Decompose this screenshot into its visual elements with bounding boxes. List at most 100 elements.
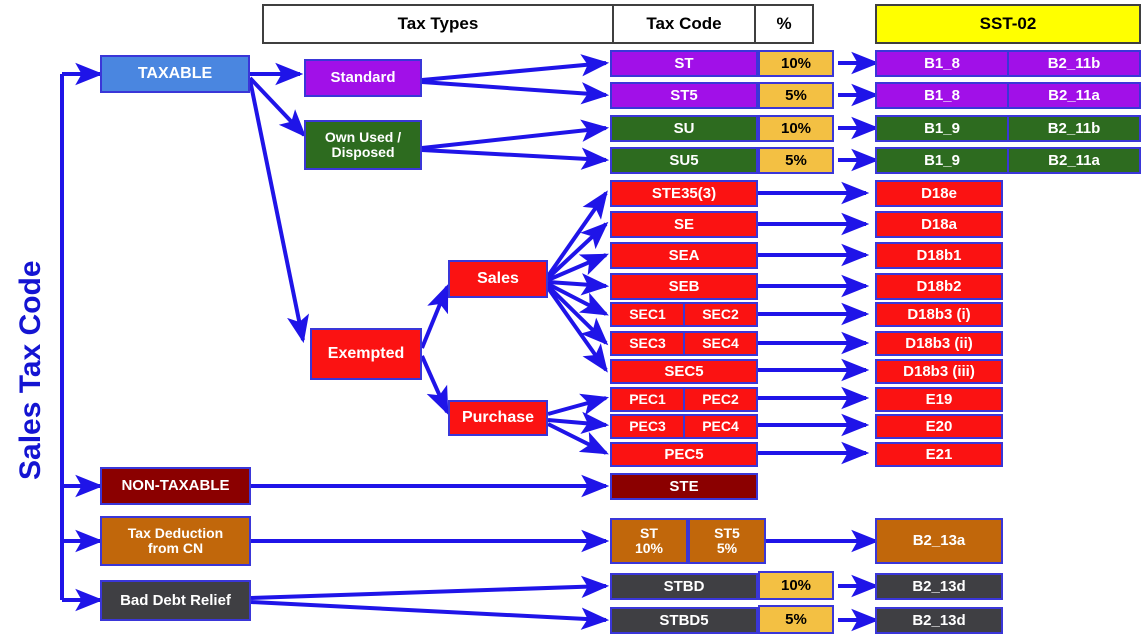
percent-stbd: 10% [758,571,834,600]
tax-code-cn-st-percent: 10% [634,540,664,556]
subtype-exempted[interactable]: Exempted [310,328,422,380]
category-tax-deduction-cn[interactable]: Tax Deduction from CN [100,516,251,566]
tax-code-sec1-sec2[interactable]: SEC1 SEC2 [610,302,758,327]
tax-code-ste353[interactable]: STE35(3) [610,180,758,207]
sst-row-su5[interactable]: B1_9 B2_11a [875,147,1141,174]
sst-row-pec5[interactable]: E21 [875,442,1003,467]
tax-code-sea-label: SEA [668,246,700,264]
tax-code-sea[interactable]: SEA [610,242,758,269]
tax-code-sec3[interactable]: SEC3 [629,335,666,352]
tax-code-pec3[interactable]: PEC3 [629,418,666,435]
tax-code-sec3-sec4[interactable]: SEC3 SEC4 [610,331,758,356]
subtype-purchase[interactable]: Purchase [448,400,548,436]
sst-row-seb[interactable]: D18b2 [875,273,1003,300]
header-tax-code: Tax Code [612,4,756,44]
sst-st5-b1[interactable]: B1_8 [924,86,960,104]
tax-code-stbd5-label: STBD5 [659,611,709,629]
tax-code-sec1[interactable]: SEC1 [629,306,666,323]
sst-cn-label: B2_13a [912,532,966,550]
tax-code-pec5-label: PEC5 [664,445,704,463]
tax-code-st[interactable]: ST [610,50,758,77]
subtype-sales[interactable]: Sales [448,260,548,298]
tax-code-stbd5[interactable]: STBD5 [610,607,758,634]
tax-code-stbd[interactable]: STBD [610,573,758,600]
subtype-standard-label: Standard [330,69,396,87]
tax-code-st5[interactable]: ST5 [610,82,758,109]
sst-row-cn[interactable]: B2_13a [875,518,1003,564]
sst-row-sec5[interactable]: D18b3 (iii) [875,359,1003,384]
tax-code-pec1[interactable]: PEC1 [629,391,666,408]
sst-row-sea[interactable]: D18b1 [875,242,1003,269]
tax-code-se[interactable]: SE [610,211,758,238]
sst-row-sec34[interactable]: D18b3 (ii) [875,331,1003,356]
sst-sec5-label: D18b3 (iii) [903,362,975,380]
tax-code-seb[interactable]: SEB [610,273,758,300]
sst-su-b2[interactable]: B2_11b [1007,117,1139,140]
header-percent-label: % [776,14,792,33]
percent-stbd-label: 10% [780,576,812,594]
percent-su5: 5% [758,147,834,174]
sst-row-stbd[interactable]: B2_13d [875,573,1003,600]
tax-code-su5[interactable]: SU5 [610,147,758,174]
tax-code-cn-st5-percent: 5% [716,540,738,556]
sst-row-ste353[interactable]: D18e [875,180,1003,207]
subtype-standard[interactable]: Standard [304,59,422,97]
sst-sec34-label: D18b3 (ii) [905,334,973,352]
sst-pec5-label: E21 [925,445,953,463]
tax-code-pec5[interactable]: PEC5 [610,442,758,467]
sst-row-pec12[interactable]: E19 [875,387,1003,412]
percent-stbd5: 5% [758,605,834,634]
sst-row-pec34[interactable]: E20 [875,414,1003,439]
sst-st5-b2[interactable]: B2_11a [1007,84,1139,107]
percent-stbd5-label: 5% [785,610,807,628]
header-tax-code-label: Tax Code [646,14,722,33]
sst-row-st5[interactable]: B1_8 B2_11a [875,82,1141,109]
tax-code-pec3-pec4[interactable]: PEC3 PEC4 [610,414,758,439]
subtype-sales-label: Sales [477,269,519,287]
page-title: Sales Tax Code [14,260,47,480]
category-taxable-label: TAXABLE [137,64,213,82]
sst-su-b1[interactable]: B1_9 [924,119,960,137]
category-tax-deduction-line1: Tax Deduction [127,525,224,542]
sst-row-se[interactable]: D18a [875,211,1003,238]
tax-code-sec5[interactable]: SEC5 [610,359,758,384]
sst-ste353-label: D18e [921,184,957,202]
tax-code-stbd-label: STBD [663,577,705,595]
tax-code-cn-st[interactable]: ST 10% [610,518,688,564]
sst-stbd5-label: B2_13d [912,611,966,629]
tax-code-ste[interactable]: STE [610,473,758,500]
tax-code-pec2[interactable]: PEC2 [683,389,756,410]
tax-code-sec2[interactable]: SEC2 [683,304,756,325]
header-tax-types-label: Tax Types [397,14,479,33]
tax-code-su5-label: SU5 [669,151,699,169]
tax-code-st-label: ST [674,54,694,72]
tax-code-pec4[interactable]: PEC4 [683,416,756,437]
sst-sec12-label: D18b3 (i) [907,305,971,323]
tax-code-se-label: SE [673,215,694,233]
category-non-taxable[interactable]: NON-TAXABLE [100,467,251,505]
sst-row-sec12[interactable]: D18b3 (i) [875,302,1003,327]
subtype-own-used-disposed[interactable]: Own Used / Disposed [304,120,422,170]
category-bad-debt-relief[interactable]: Bad Debt Relief [100,580,251,621]
tax-code-sec4[interactable]: SEC4 [683,333,756,354]
sst-row-stbd5[interactable]: B2_13d [875,607,1003,634]
subtype-own-used-line1: Own Used / [324,129,402,146]
sst-su5-b1[interactable]: B1_9 [924,151,960,169]
sst-row-su[interactable]: B1_9 B2_11b [875,115,1141,142]
tax-code-pec1-pec2[interactable]: PEC1 PEC2 [610,387,758,412]
percent-su: 10% [758,115,834,142]
category-non-taxable-label: NON-TAXABLE [121,477,230,495]
tax-code-cn-st5[interactable]: ST5 5% [688,518,766,564]
sst-stbd-label: B2_13d [912,577,966,595]
tax-code-su[interactable]: SU [610,115,758,142]
header-sst02: SST-02 [875,4,1141,44]
sst-st-b1[interactable]: B1_8 [924,54,960,72]
sst-st-b2[interactable]: B2_11b [1007,52,1139,75]
tax-code-ste353-label: STE35(3) [651,184,717,202]
sst-su5-b2[interactable]: B2_11a [1007,149,1139,172]
sst-sea-label: D18b1 [916,246,962,264]
sst-row-st[interactable]: B1_8 B2_11b [875,50,1141,77]
category-taxable[interactable]: TAXABLE [100,55,250,93]
